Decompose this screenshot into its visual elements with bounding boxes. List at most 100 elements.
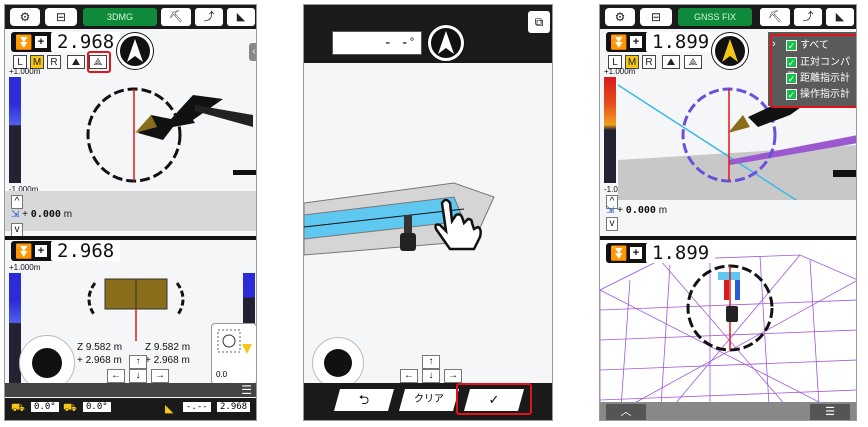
highlight-box: [87, 51, 111, 73]
mode-right-button[interactable]: R: [47, 55, 61, 69]
design-surface-button[interactable]: ⟁: [89, 55, 107, 69]
move-down-button[interactable]: ↓: [129, 369, 147, 383]
view-toggle-button[interactable]: ⊟: [45, 8, 77, 26]
confirm-button[interactable]: ✓: [464, 389, 524, 411]
bucket-view-button[interactable]: ◣: [826, 8, 854, 26]
bucket-view-button[interactable]: ◣: [227, 8, 255, 26]
z-unit: m: [113, 355, 122, 366]
settings-button[interactable]: ⚙: [10, 8, 40, 26]
chevron-up-icon: ^: [14, 196, 20, 207]
scroll-up-button[interactable]: ^: [11, 195, 23, 209]
copy-layers-button[interactable]: ⧉: [528, 11, 550, 33]
boom-view-button[interactable]: ⤴: [195, 8, 223, 26]
move-left-button[interactable]: ←: [400, 369, 418, 383]
pitch-icon: ⛟: [11, 402, 25, 414]
scroll-down-button[interactable]: v: [606, 217, 618, 231]
menu-strip: ☰: [5, 383, 256, 397]
mini-map-icon: [217, 329, 252, 354]
scroll-up-button[interactable]: ^: [606, 195, 618, 209]
menu-button[interactable]: ☰: [810, 404, 850, 420]
menu-item-all[interactable]: ✓すべて: [786, 39, 829, 53]
move-up-button[interactable]: ↑: [422, 355, 440, 369]
compass-button[interactable]: [117, 33, 153, 69]
compass-icon: [127, 39, 143, 62]
plus-sign: +: [630, 36, 642, 48]
compass-icon: [438, 31, 454, 54]
scale-max-label: +1.000m: [604, 67, 636, 76]
arrow-right-icon: →: [448, 370, 458, 381]
settings-button[interactable]: ⚙: [605, 8, 635, 26]
chevron-right-icon[interactable]: ›: [772, 38, 776, 50]
menu-item-label: 距離指示計: [800, 73, 850, 84]
depth-scale-bar-left: [9, 273, 21, 383]
gear-icon: ⚙: [19, 10, 31, 24]
move-down-button[interactable]: ↓: [422, 369, 440, 383]
view-toggle-button[interactable]: ⊟: [640, 8, 672, 26]
menu-icon: ☰: [825, 406, 835, 418]
angle-value: - -: [383, 35, 409, 51]
check-icon: ✓: [786, 72, 797, 84]
layer-button[interactable]: ⛰: [67, 55, 85, 69]
design-surface-button[interactable]: ⟁: [684, 55, 702, 69]
gear-icon: ⚙: [614, 10, 626, 24]
check-icon: ✓: [786, 56, 797, 68]
undo-icon: ⮌: [358, 392, 370, 407]
mode-middle-button[interactable]: M: [625, 55, 639, 69]
z-value-right: Z 9.582: [145, 342, 179, 353]
excavator-view-button[interactable]: ⛏: [161, 8, 191, 26]
menu-item-distance[interactable]: ✓距離指示計: [786, 72, 850, 86]
right-coordinate-readout: Z 9.582 m + 2.968 m: [145, 341, 190, 367]
offset-plus: +: [22, 209, 29, 220]
compass-button[interactable]: [712, 33, 748, 69]
ground-band: [5, 191, 256, 231]
surface-icon: ⟁: [93, 57, 103, 68]
boom-view-button[interactable]: ⤴: [794, 8, 822, 26]
clear-button[interactable]: クリア: [399, 389, 459, 411]
check-icon: ✓: [786, 39, 797, 51]
menu-item-operation[interactable]: ✓操作指示計: [786, 88, 850, 102]
mode-middle-button[interactable]: M: [30, 55, 44, 69]
move-left-button[interactable]: ←: [107, 369, 125, 383]
menu-icon[interactable]: ☰: [241, 383, 252, 397]
gnss-panel: ⚙ ⊟ GNSS FIX ⛏ ⤴ ◣ ⏬ + 1.899 L M R ⛰ ⟁ +…: [599, 4, 857, 421]
z-unit: m: [181, 342, 191, 353]
bucket-icon: ◣: [236, 11, 246, 23]
joystick-knob[interactable]: [32, 348, 62, 378]
tip-dash-value: -.--: [183, 402, 211, 412]
expand-up-button[interactable]: ︿: [606, 404, 646, 420]
move-right-button[interactable]: →: [151, 369, 169, 383]
simulator-panel: ⚙ ⊟ 3DMG Simulator ⛏ ⤴ ◣ ⏬ + 2.968 L M R…: [4, 4, 257, 421]
tip-depth-value: 2.968: [217, 402, 251, 412]
depth-readout-lower: ⏬ + 1.899: [606, 243, 716, 263]
boom-icon: ⤴: [203, 11, 215, 23]
joystick[interactable]: [312, 337, 364, 389]
joystick-knob[interactable]: [324, 349, 352, 377]
status-badge: GNSS FIX: [678, 8, 752, 26]
touch-hand-icon: [434, 198, 482, 251]
offset-icon: ⇲: [11, 209, 20, 220]
mode-left-button[interactable]: L: [13, 55, 27, 69]
excavator-view-button[interactable]: ⛏: [760, 8, 790, 26]
offset-row: ⇲ + 0.000 m: [606, 205, 667, 216]
scale-min-label: -1.000m: [9, 185, 39, 194]
layer-button[interactable]: ⛰: [662, 55, 680, 69]
left-coordinate-readout: Z 9.582 m + 2.968 m: [77, 341, 122, 367]
back-button[interactable]: ⮌: [334, 389, 394, 411]
arrow-down-icon: ↓: [135, 370, 141, 381]
side-panel-toggle[interactable]: ‹: [249, 43, 256, 61]
move-up-button[interactable]: ↑: [129, 355, 147, 369]
layers-icon: ⧉: [534, 15, 544, 29]
top-toolbar: ⚙ ⊟ GNSS FIX ⛏ ⤴ ◣: [600, 5, 856, 29]
mode-left-button[interactable]: L: [608, 55, 622, 69]
view-divider: [5, 236, 256, 240]
move-right-button[interactable]: →: [444, 369, 462, 383]
offset-plus: +: [617, 205, 624, 216]
offset-value: 0.000: [30, 209, 61, 220]
mini-map[interactable]: 0.0: [211, 323, 256, 385]
manual-setup-panel: - -° ⧉ ↑ ← ↓ → ⮌ クリア ✓: [303, 4, 553, 421]
scroll-down-button[interactable]: v: [11, 223, 23, 237]
joystick[interactable]: [19, 335, 75, 391]
mode-right-button[interactable]: R: [642, 55, 656, 69]
compass-button[interactable]: [428, 25, 464, 61]
arrow-up-icon: ↑: [135, 356, 141, 367]
